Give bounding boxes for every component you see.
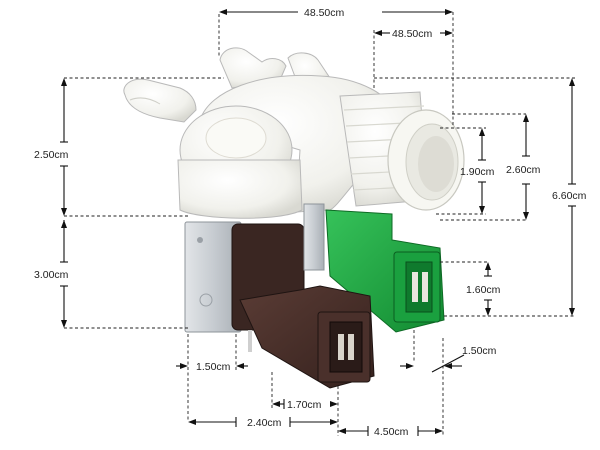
label-top-outer-width: 48.50cm	[304, 7, 345, 19]
label-total-height: 6.60cm	[552, 190, 587, 202]
water-inlet-valve-illustration	[123, 47, 465, 389]
dimension-lines	[60, 9, 576, 436]
label-bottom-left-width: 2.40cm	[247, 417, 282, 429]
label-left-upper-height: 2.50cm	[34, 149, 69, 161]
label-outer-diameter: 2.60cm	[506, 164, 541, 176]
label-left-terminal-offset: 1.50cm	[196, 361, 231, 373]
label-green-connector-tab: 1.50cm	[462, 345, 497, 357]
label-green-connector-height: 1.60cm	[466, 284, 501, 296]
label-left-lower-height: 3.00cm	[34, 269, 69, 281]
label-brown-connector-width: 1.70cm	[287, 399, 322, 411]
dimension-labels: 48.50cm 48.50cm 2.50cm 3.00cm 1.90cm 2.6…	[34, 7, 587, 438]
label-bottom-right-width: 4.50cm	[374, 426, 409, 438]
label-top-inner-width: 48.50cm	[392, 28, 433, 40]
label-inner-diameter: 1.90cm	[460, 166, 495, 178]
